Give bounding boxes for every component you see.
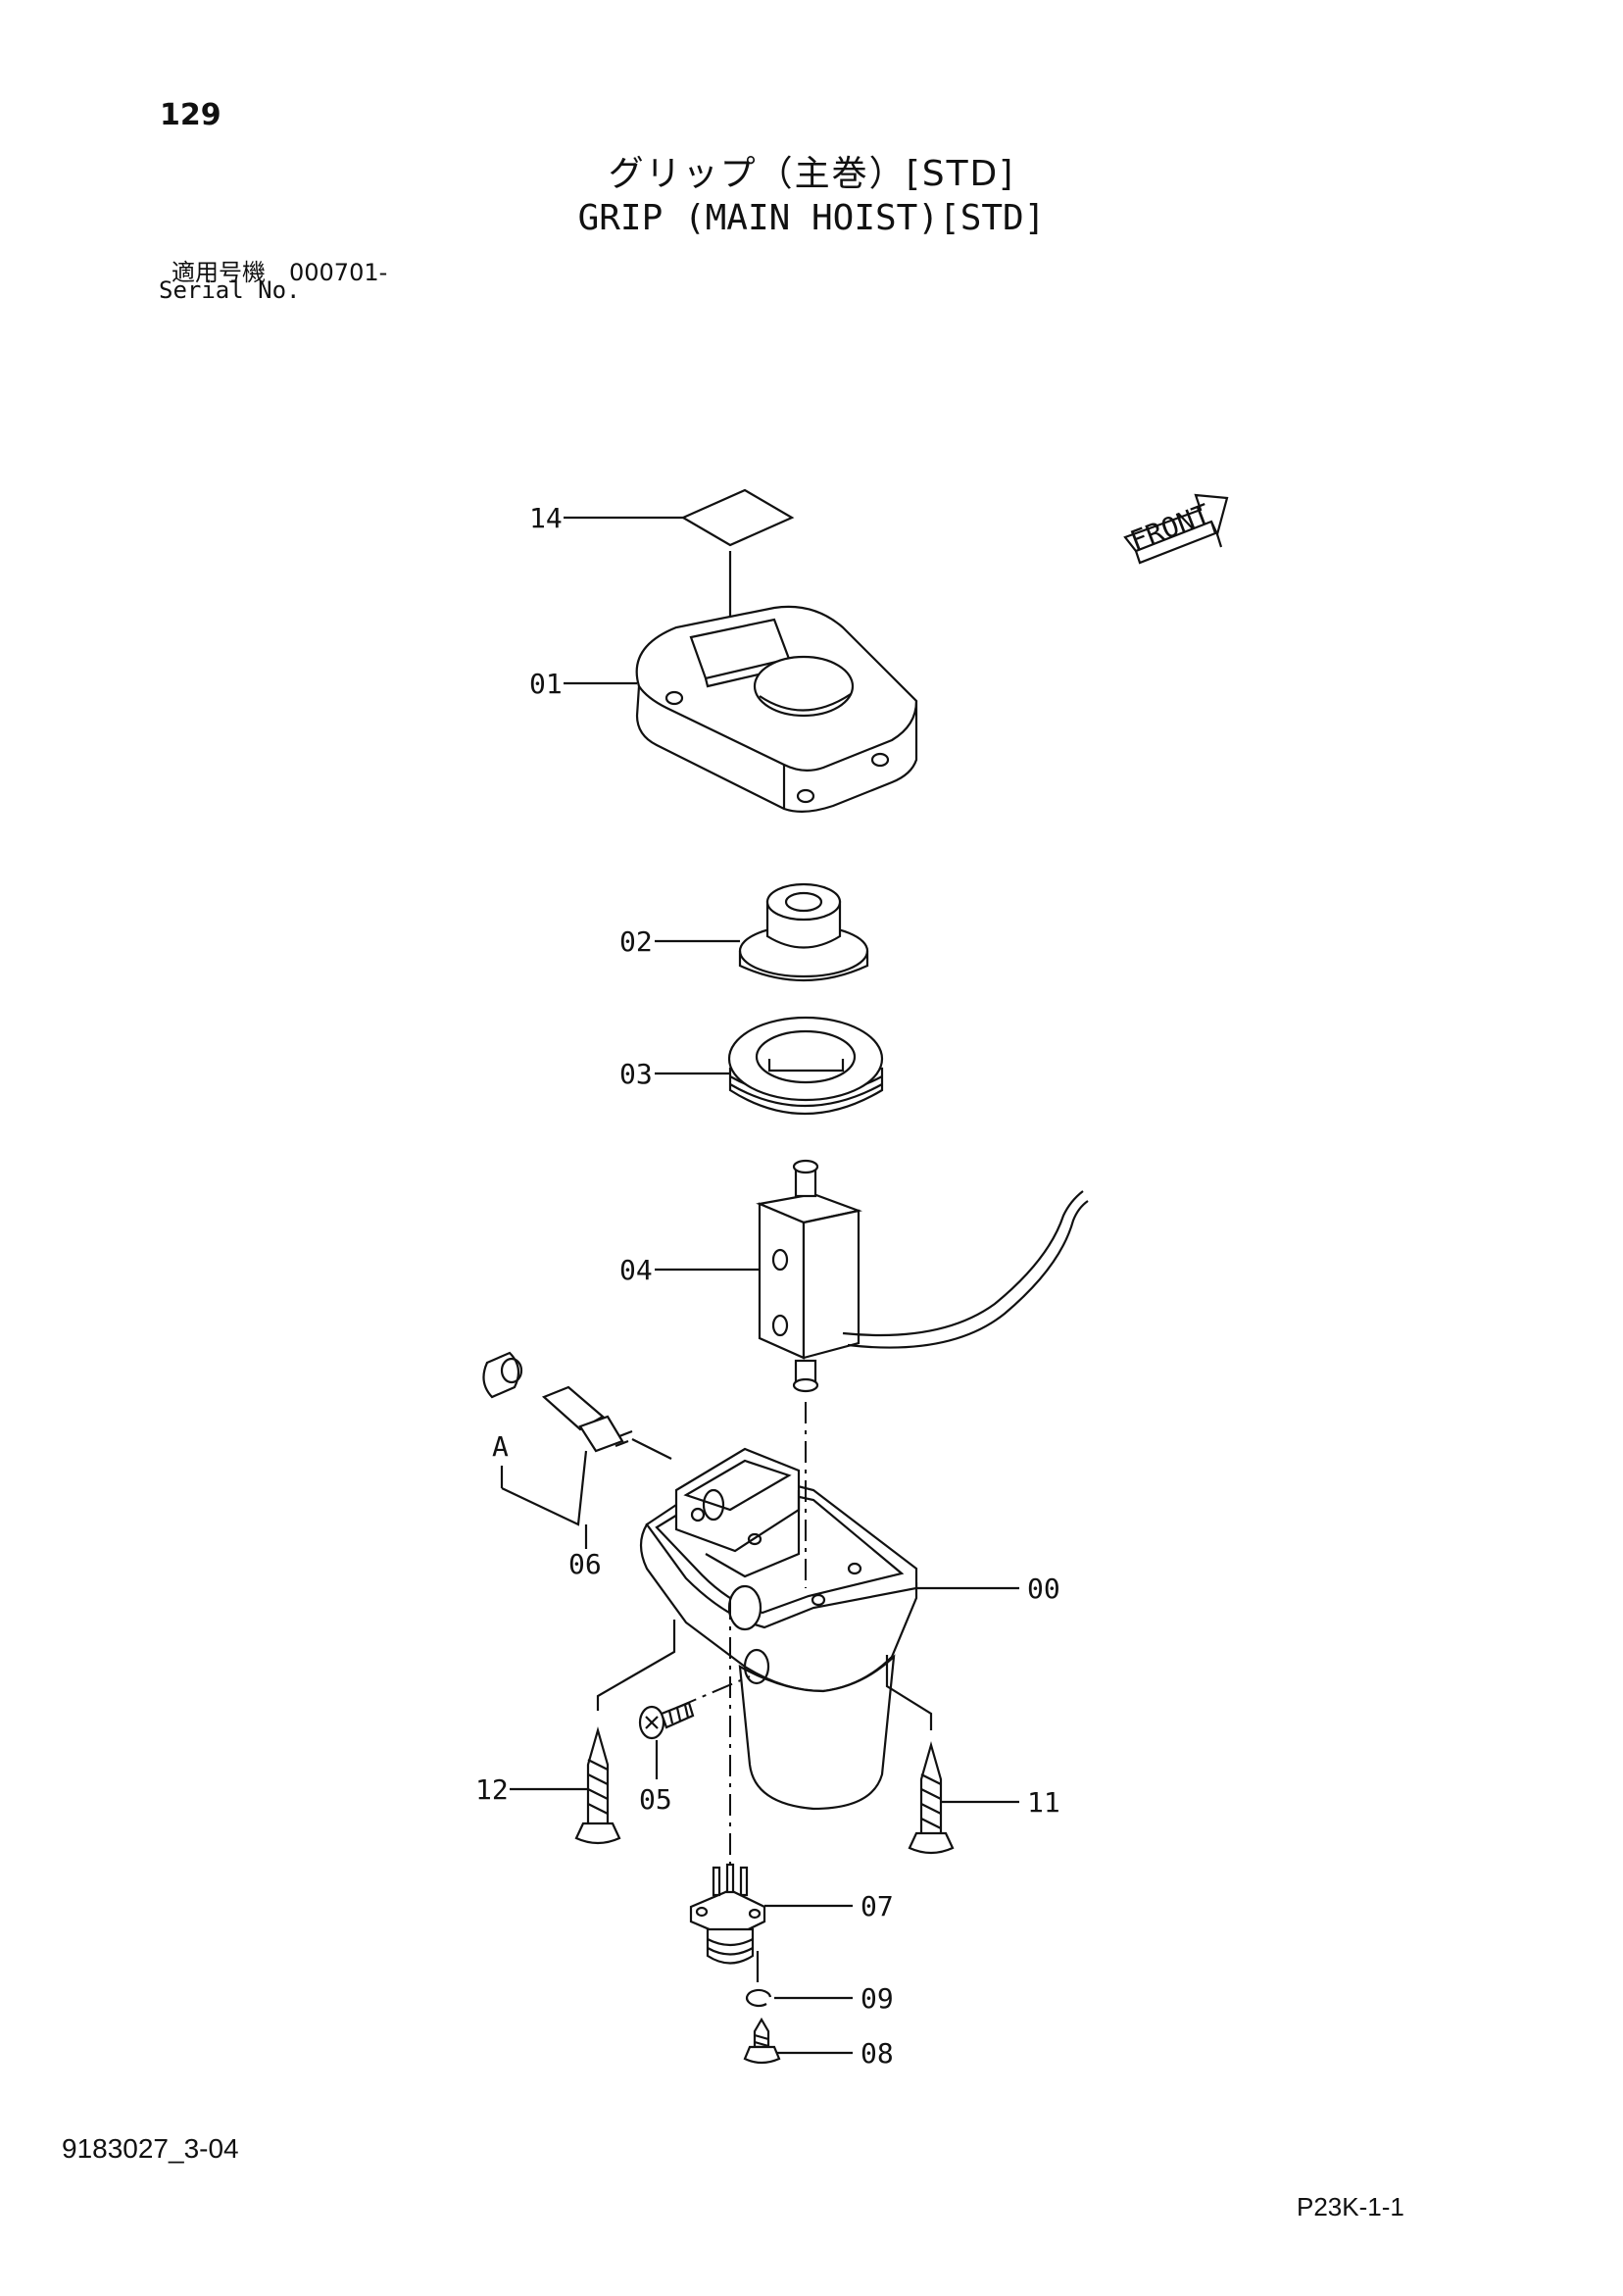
callout-11: 11 <box>1027 1786 1060 1819</box>
page-title-japanese: グリップ（主巻）[STD] <box>608 154 1015 194</box>
detail-label-a: A <box>492 1430 509 1463</box>
serial-label-japanese: 適用号機 000701- <box>172 259 388 286</box>
serial-label-english: Serial No. <box>159 276 301 304</box>
callout-08: 08 <box>861 2037 894 2070</box>
part-11-tapping-screw: 11 <box>885 1655 1060 1855</box>
callout-14: 14 <box>529 502 563 534</box>
page-code: P23K-1-1 <box>1297 2192 1404 2221</box>
front-direction-arrow: FRONT <box>1123 493 1229 565</box>
callout-02: 02 <box>619 925 653 958</box>
callout-05: 05 <box>639 1783 672 1816</box>
part-07-connector: 07 <box>689 1863 894 1965</box>
callout-01: 01 <box>529 668 563 700</box>
callout-03: 03 <box>619 1058 653 1090</box>
callout-09: 09 <box>861 1982 894 2015</box>
part-12-tapping-screw: 12 <box>475 1620 676 1845</box>
callout-07: 07 <box>861 1890 894 1922</box>
part-03-ring-nut: 03 <box>619 1016 884 1116</box>
part-01-grip-cover: 01 <box>529 605 918 813</box>
callout-06: 06 <box>568 1548 602 1580</box>
part-06-push-switch: A 06 <box>482 1351 672 1580</box>
front-label: FRONT <box>1126 497 1215 557</box>
page-title-english: GRIP (MAIN HOIST)[STD] <box>577 198 1046 238</box>
part-02-rubber-boot: 02 <box>619 882 869 982</box>
part-08-screw: 08 <box>743 2017 894 2070</box>
page-number: 129 <box>160 98 221 132</box>
part-00-grip-body: 00 <box>639 1447 1060 1811</box>
part-09-lock-washer: 09 <box>746 1982 894 2015</box>
document-code: 9183027_3-04 <box>62 2133 239 2164</box>
callout-00: 00 <box>1027 1572 1060 1605</box>
callout-04: 04 <box>619 1254 653 1286</box>
part-14-label-plate: 14 <box>529 488 795 642</box>
part-05-screw: 05 <box>638 1701 695 1816</box>
callout-12: 12 <box>475 1773 509 1806</box>
part-04-switch: 04 <box>619 1159 1089 1393</box>
